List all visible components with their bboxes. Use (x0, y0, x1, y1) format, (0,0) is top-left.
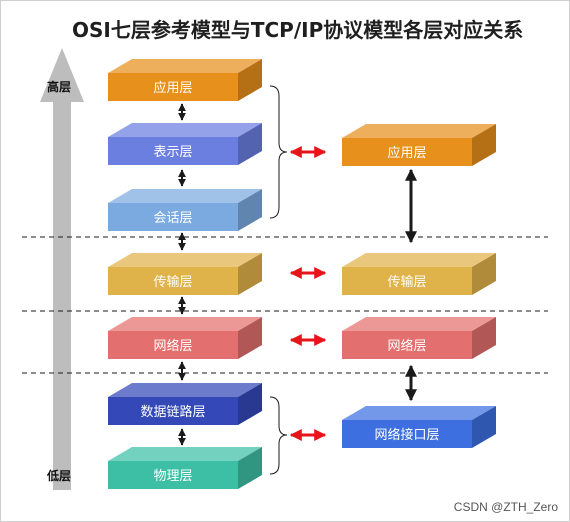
osi-layer-5-top-face (108, 317, 262, 331)
osi-layer-4-side-face (238, 253, 262, 295)
osi-layer-3: 会话层 (108, 189, 262, 231)
tcpip-layer-3-side-face (472, 317, 496, 359)
osi-layer-3-front-face (108, 203, 238, 231)
osi-layer-4-front-face (108, 267, 238, 295)
osi-layer-2-label: 表示层 (153, 145, 192, 160)
osi-layer-1-label: 应用层 (153, 80, 192, 96)
osi-layer-3-top-face (108, 189, 262, 203)
tcpip-layer-2-top-face (342, 253, 496, 267)
osi-layer-2-top-face (108, 123, 262, 137)
osi-layer-3-label: 会话层 (153, 211, 192, 226)
osi-layer-7-top-face (108, 447, 262, 461)
osi-layer-1-front-face (108, 73, 238, 101)
osi-layer-1-side-face (238, 59, 262, 101)
osi-layer-2-side-face (238, 123, 262, 165)
tcpip-layer-3-label: 网络层 (387, 338, 426, 354)
tcpip-layer-2: 传输层 (342, 253, 496, 295)
tcpip-layer-4-side-face (472, 406, 496, 448)
level-axis-arrow (40, 48, 84, 490)
lower-layers-bracket (269, 396, 288, 475)
osi-layer-6: 数据链路层 (108, 383, 262, 425)
osi-layer-6-label: 数据链路层 (140, 404, 205, 420)
connector-arrows (178, 103, 417, 446)
osi-layer-5-side-face (238, 317, 262, 359)
watermark: CSDN @ZTH_Zero (453, 500, 558, 514)
tcpip-layer-1: 应用层 (342, 124, 496, 166)
osi-layer-7: 物理层 (108, 447, 262, 489)
tcpip-layer-1-top-face (342, 124, 496, 138)
tcpip-layer-4-front-face (342, 420, 472, 448)
osi-layer-5-label: 网络层 (153, 338, 192, 354)
tcpip-layer-2-label: 传输层 (387, 274, 426, 290)
osi-layer-7-front-face (108, 461, 238, 489)
tcpip-layer-3-front-face (342, 331, 472, 359)
tcpip-layer-1-side-face (472, 124, 496, 166)
osi-layer-5: 网络层 (108, 317, 262, 359)
osi-layer-6-side-face (238, 383, 262, 425)
tcpip-layer-4-label: 网络接口层 (374, 427, 439, 443)
tcpip-layer-4: 网络接口层 (342, 406, 496, 448)
osi-layer-2: 表示层 (108, 123, 262, 165)
tcpip-layer-1-label: 应用层 (387, 145, 426, 161)
osi-layer-4: 传输层 (108, 253, 262, 295)
osi-layer-7-side-face (238, 447, 262, 489)
osi-layer-6-front-face (108, 397, 238, 425)
axis-top-label: 高层 (47, 80, 72, 94)
tcpip-layer-1-front-face (342, 138, 472, 166)
osi-layer-3-side-face (238, 189, 262, 231)
tcpip-layer-3-top-face (342, 317, 496, 331)
osi-layer-4-top-face (108, 253, 262, 267)
diagram-title: OSI七层参考模型与TCP/IP协议模型各层对应关系 (72, 18, 524, 42)
osi-layer-6-top-face (108, 383, 262, 397)
osi-layer-1-top-face (108, 59, 262, 73)
tcpip-layer-4-top-face (342, 406, 496, 420)
osi-layer-4-label: 传输层 (153, 274, 192, 290)
tcpip-layer-2-side-face (472, 253, 496, 295)
osi-layer-7-label: 物理层 (153, 469, 192, 484)
upper-layers-bracket (269, 85, 288, 219)
axis-bottom-label: 低层 (47, 469, 72, 483)
osi-layer-1: 应用层 (108, 59, 262, 101)
osi-layer-2-front-face (108, 137, 238, 165)
tcpip-layer-3: 网络层 (342, 317, 496, 359)
osi-layer-5-front-face (108, 331, 238, 359)
tcpip-layer-2-front-face (342, 267, 472, 295)
